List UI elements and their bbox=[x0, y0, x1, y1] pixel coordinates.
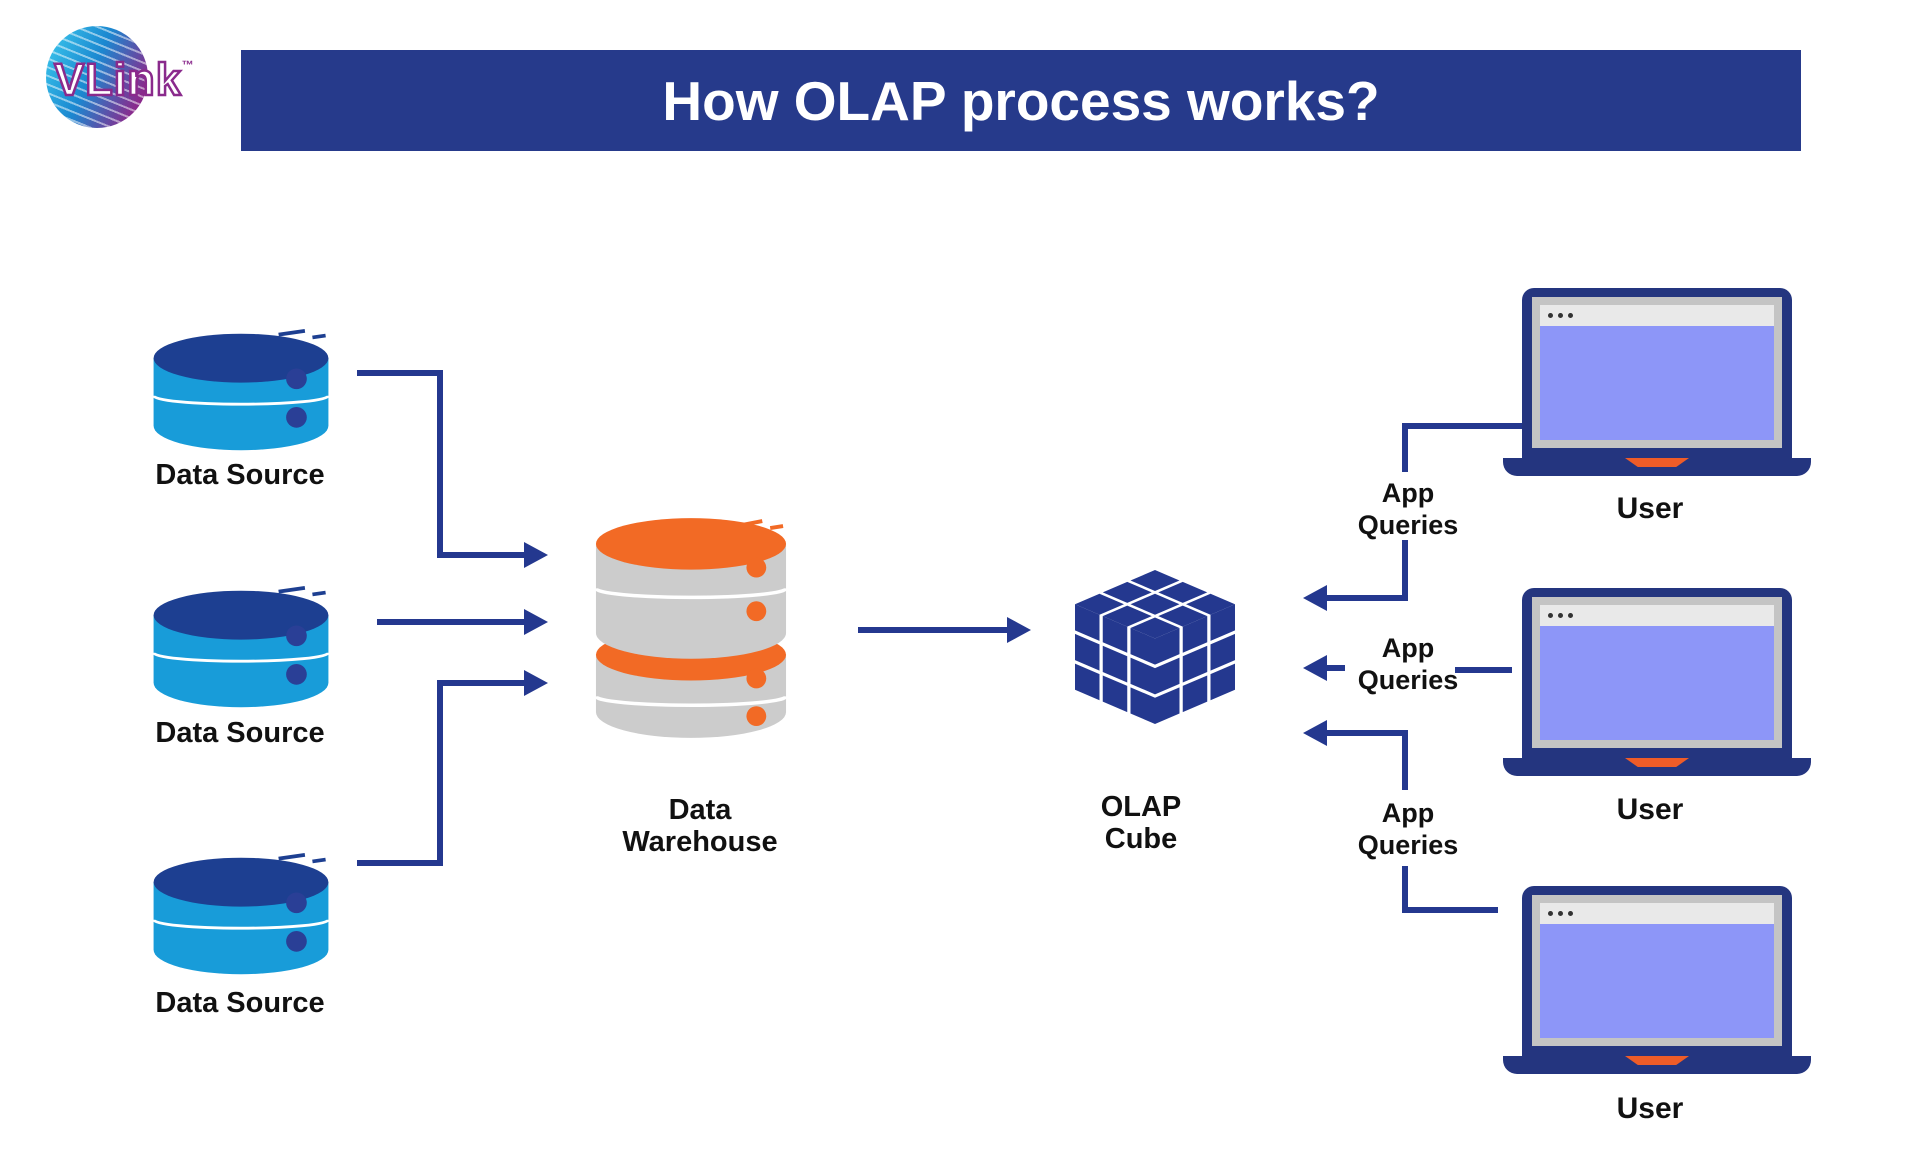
laptop-window-titlebar bbox=[1540, 305, 1774, 326]
app-queries-label-2: App Queries bbox=[1357, 633, 1459, 696]
data-source-1-label: Data Source bbox=[155, 459, 325, 491]
window-dot-icon bbox=[1568, 313, 1573, 318]
page-title: How OLAP process works? bbox=[662, 69, 1380, 132]
arrow-user3-queries-to-cube bbox=[1303, 720, 1408, 790]
data-warehouse-label-line2: Warehouse bbox=[622, 825, 778, 858]
user-1-label: User bbox=[1616, 492, 1684, 525]
database-icon bbox=[151, 852, 331, 977]
arrow-user1-queries-upper bbox=[1402, 423, 1524, 472]
data-warehouse-label-line1: Data bbox=[668, 794, 732, 826]
olap-cube-icon bbox=[1075, 570, 1235, 724]
laptop-base bbox=[1503, 1056, 1811, 1074]
laptop-screen bbox=[1522, 886, 1792, 1056]
laptop-base bbox=[1503, 458, 1811, 476]
laptop-bezel bbox=[1532, 297, 1782, 448]
laptop-bezel bbox=[1532, 895, 1782, 1046]
data-source-2-label: Data Source bbox=[155, 717, 325, 749]
arrow-user3-queries-upper bbox=[1402, 866, 1498, 913]
window-dot-icon bbox=[1548, 911, 1553, 916]
app-queries-label-3: App Queries bbox=[1357, 798, 1459, 861]
window-dot-icon bbox=[1558, 911, 1563, 916]
laptop-icon bbox=[1503, 588, 1811, 776]
laptop-icon bbox=[1503, 886, 1811, 1074]
laptop-window-titlebar bbox=[1540, 903, 1774, 924]
window-dot-icon bbox=[1548, 313, 1553, 318]
laptop-display bbox=[1540, 626, 1774, 740]
globe-icon bbox=[46, 26, 148, 128]
olap-cube-label-line2: Cube bbox=[1104, 822, 1178, 855]
olap-cube-label-line1: OLAP bbox=[1100, 791, 1182, 823]
laptop-icon bbox=[1503, 288, 1811, 476]
window-dot-icon bbox=[1558, 613, 1563, 618]
laptop-bezel bbox=[1532, 597, 1782, 748]
arrow-source3-to-warehouse bbox=[357, 670, 548, 866]
title-banner: How OLAP process works? bbox=[241, 50, 1801, 151]
laptop-display bbox=[1540, 326, 1774, 440]
user-2-label: User bbox=[1616, 793, 1684, 826]
data-warehouse-label: Data Warehouse bbox=[622, 794, 778, 859]
arrow-user1-queries-to-cube bbox=[1303, 540, 1408, 611]
data-warehouse-icon bbox=[594, 518, 788, 738]
olap-cube-label: OLAP Cube bbox=[1100, 791, 1182, 856]
window-dot-icon bbox=[1568, 911, 1573, 916]
window-dot-icon bbox=[1558, 313, 1563, 318]
laptop-base bbox=[1503, 758, 1811, 776]
window-dot-icon bbox=[1568, 613, 1573, 618]
laptop-screen bbox=[1522, 288, 1792, 458]
laptop-display bbox=[1540, 924, 1774, 1038]
laptop-notch bbox=[1625, 458, 1689, 467]
laptop-window-titlebar bbox=[1540, 605, 1774, 626]
laptop-screen bbox=[1522, 588, 1792, 758]
user-3-label: User bbox=[1616, 1092, 1684, 1125]
window-dot-icon bbox=[1548, 613, 1553, 618]
vlink-logo: VLink™ bbox=[38, 14, 210, 130]
trademark-symbol: ™ bbox=[181, 58, 194, 72]
laptop-notch bbox=[1625, 1056, 1689, 1065]
data-source-3-label: Data Source bbox=[155, 987, 325, 1019]
database-icon bbox=[151, 585, 331, 710]
brand-name: VLink™ bbox=[53, 53, 194, 107]
database-icon bbox=[151, 328, 331, 453]
arrow-source1-to-warehouse bbox=[357, 370, 548, 568]
app-queries-label-1: App Queries bbox=[1357, 478, 1459, 541]
laptop-notch bbox=[1625, 758, 1689, 767]
